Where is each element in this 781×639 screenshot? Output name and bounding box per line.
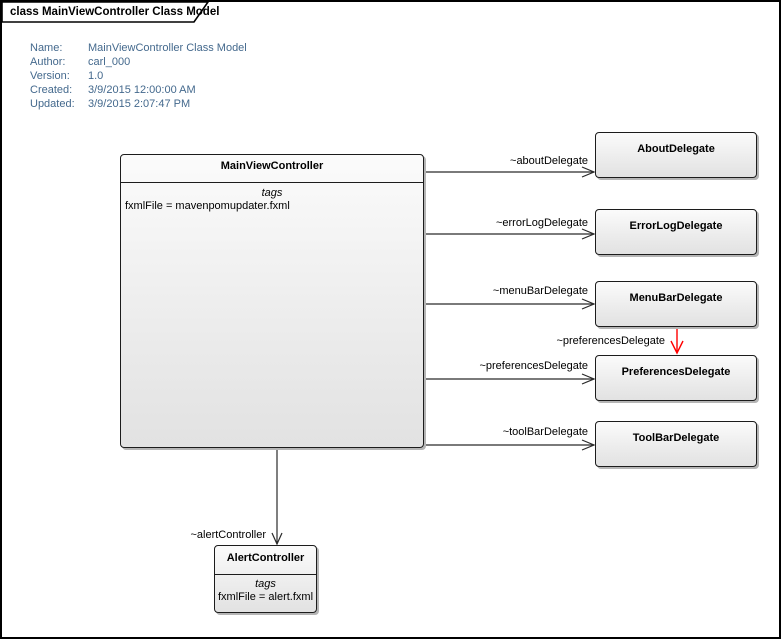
- metadata-row-name: Name: MainViewController Class Model: [30, 41, 247, 55]
- class-AlertController[interactable]: AlertController tags fxmlFile = alert.fx…: [214, 545, 317, 613]
- metadata-value: carl_000: [88, 56, 131, 68]
- association-menuBar-to-preferences-highlighted[interactable]: [670, 329, 684, 355]
- association-toolBarDelegate[interactable]: [424, 439, 596, 451]
- class-MainViewController[interactable]: MainViewController tags fxmlFile = maven…: [120, 154, 424, 448]
- metadata-value: 3/9/2015 12:00:00 AM: [88, 84, 196, 96]
- frame-tab-shape: [2, 2, 209, 23]
- metadata-label: Created:: [30, 84, 73, 96]
- association-alertController[interactable]: [271, 448, 283, 546]
- metadata-label: Updated:: [30, 98, 75, 110]
- class-name: ErrorLogDelegate: [629, 220, 723, 232]
- tagged-value: fxmlFile = mavenpomupdater.fxml: [125, 200, 290, 212]
- metadata-row-version: Version: 1.0: [30, 69, 247, 83]
- metadata-row-updated: Updated: 3/9/2015 2:07:47 PM: [30, 97, 247, 111]
- association-errorLogDelegate[interactable]: [424, 228, 596, 240]
- association-menuBarDelegate[interactable]: [424, 298, 596, 310]
- tagged-value: fxmlFile = alert.fxml: [217, 591, 314, 603]
- class-name: ToolBarDelegate: [632, 432, 720, 444]
- metadata-value: MainViewController Class Model: [88, 42, 247, 54]
- metadata-label: Name:: [30, 42, 63, 54]
- tags-compartment-header: tags: [255, 578, 276, 590]
- class-name: PreferencesDelegate: [621, 366, 731, 378]
- diagram-metadata: Name: MainViewController Class Model Aut…: [30, 41, 247, 111]
- class-name: AboutDelegate: [637, 143, 715, 155]
- class-name: AlertController: [226, 552, 305, 564]
- metadata-row-author: Author: carl_000: [30, 55, 247, 69]
- class-title-compartment: MainViewController: [121, 155, 423, 183]
- role-label-alertController[interactable]: ~alertController: [190, 529, 266, 541]
- class-AboutDelegate[interactable]: AboutDelegate: [595, 132, 757, 178]
- diagram-title: class MainViewController Class Model: [10, 6, 220, 18]
- role-label-errorLogDelegate[interactable]: ~errorLogDelegate: [495, 217, 588, 229]
- tags-compartment-header: tags: [261, 187, 283, 199]
- role-label-menuBarDelegate[interactable]: ~menuBarDelegate: [492, 285, 588, 297]
- class-name: MainViewController: [220, 160, 324, 172]
- role-label-toolBarDelegate[interactable]: ~toolBarDelegate: [502, 426, 588, 438]
- diagram-frame-tab: class MainViewController Class Model: [2, 2, 222, 24]
- metadata-label: Author:: [30, 56, 66, 68]
- role-label-aboutDelegate[interactable]: ~aboutDelegate: [510, 155, 588, 167]
- class-name: MenuBarDelegate: [629, 292, 723, 304]
- association-preferencesDelegate[interactable]: [424, 373, 596, 385]
- class-PreferencesDelegate[interactable]: PreferencesDelegate: [595, 355, 757, 401]
- association-aboutDelegate[interactable]: [424, 166, 596, 178]
- class-title-compartment: AlertController: [215, 546, 316, 575]
- role-label-preferencesDelegate[interactable]: ~preferencesDelegate: [479, 360, 588, 372]
- class-ToolBarDelegate[interactable]: ToolBarDelegate: [595, 421, 757, 467]
- metadata-value: 3/9/2015 2:07:47 PM: [88, 98, 191, 110]
- role-label-menuBar-preferencesDelegate[interactable]: ~preferencesDelegate: [556, 335, 665, 347]
- metadata-row-created: Created: 3/9/2015 12:00:00 AM: [30, 83, 247, 97]
- metadata-label: Version:: [30, 70, 70, 82]
- class-ErrorLogDelegate[interactable]: ErrorLogDelegate: [595, 209, 757, 255]
- metadata-value: 1.0: [88, 70, 104, 82]
- class-MenuBarDelegate[interactable]: MenuBarDelegate: [595, 281, 757, 327]
